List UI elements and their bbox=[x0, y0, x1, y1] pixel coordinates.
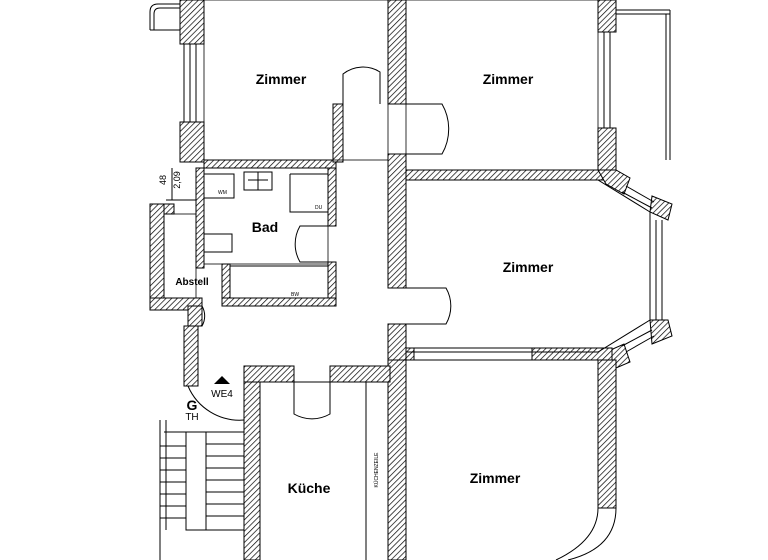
wall bbox=[387, 153, 407, 289]
wall bbox=[327, 261, 337, 303]
fixture-label-wm: WM bbox=[218, 190, 227, 196]
wall bbox=[149, 203, 165, 311]
door-swing bbox=[187, 385, 245, 421]
wall bbox=[183, 325, 199, 387]
wall bbox=[649, 319, 673, 345]
wall bbox=[203, 159, 337, 169]
room-label-abstell: Abstell bbox=[175, 277, 209, 288]
wall bbox=[387, 0, 407, 105]
wall bbox=[405, 347, 415, 361]
fixture-label-du: DU bbox=[315, 205, 323, 211]
door-swing bbox=[294, 225, 328, 263]
wall bbox=[221, 297, 337, 307]
dimension-label: 48 bbox=[158, 175, 168, 185]
wall bbox=[597, 0, 617, 33]
door-swing bbox=[293, 382, 331, 420]
wall bbox=[597, 359, 617, 509]
wall bbox=[187, 305, 203, 327]
door-swing bbox=[342, 66, 381, 104]
room-label-bad: Bad bbox=[252, 219, 278, 235]
dimension-label: 2,09 bbox=[172, 171, 182, 189]
wall bbox=[327, 167, 337, 227]
door-swing bbox=[406, 287, 452, 325]
door-swing bbox=[406, 103, 450, 155]
wall bbox=[243, 381, 261, 560]
door-swing bbox=[201, 305, 206, 327]
fixture-label-bw: BW bbox=[291, 292, 299, 298]
wall bbox=[332, 103, 344, 163]
wall bbox=[179, 121, 205, 163]
unit-label: WE4 bbox=[211, 389, 233, 400]
wall bbox=[163, 203, 175, 215]
wall bbox=[221, 263, 231, 303]
marker-th: TH bbox=[185, 412, 198, 423]
room-label-zimmer-bottom: Zimmer bbox=[470, 470, 521, 486]
doors bbox=[187, 66, 452, 421]
thin-lines bbox=[149, 0, 671, 560]
wall bbox=[243, 365, 295, 383]
wall bbox=[179, 0, 205, 45]
fixture-label-kuechenzeile: KÜCHENZEILE bbox=[373, 452, 380, 488]
room-label-zimmer-middle: Zimmer bbox=[503, 259, 554, 275]
room-label-zimmer-top-left: Zimmer bbox=[256, 71, 307, 87]
wall bbox=[387, 323, 407, 361]
wall bbox=[387, 359, 407, 560]
wall bbox=[531, 347, 613, 361]
wall bbox=[195, 167, 205, 269]
wall bbox=[405, 169, 607, 181]
walls bbox=[149, 0, 673, 560]
wall bbox=[597, 127, 617, 171]
wall bbox=[329, 365, 391, 383]
entrance-marker-icon bbox=[214, 376, 230, 384]
room-label-kueche: Küche bbox=[288, 480, 331, 496]
room-label-zimmer-top-right: Zimmer bbox=[483, 71, 534, 87]
marker-g: G bbox=[187, 397, 198, 413]
wall bbox=[649, 195, 673, 221]
